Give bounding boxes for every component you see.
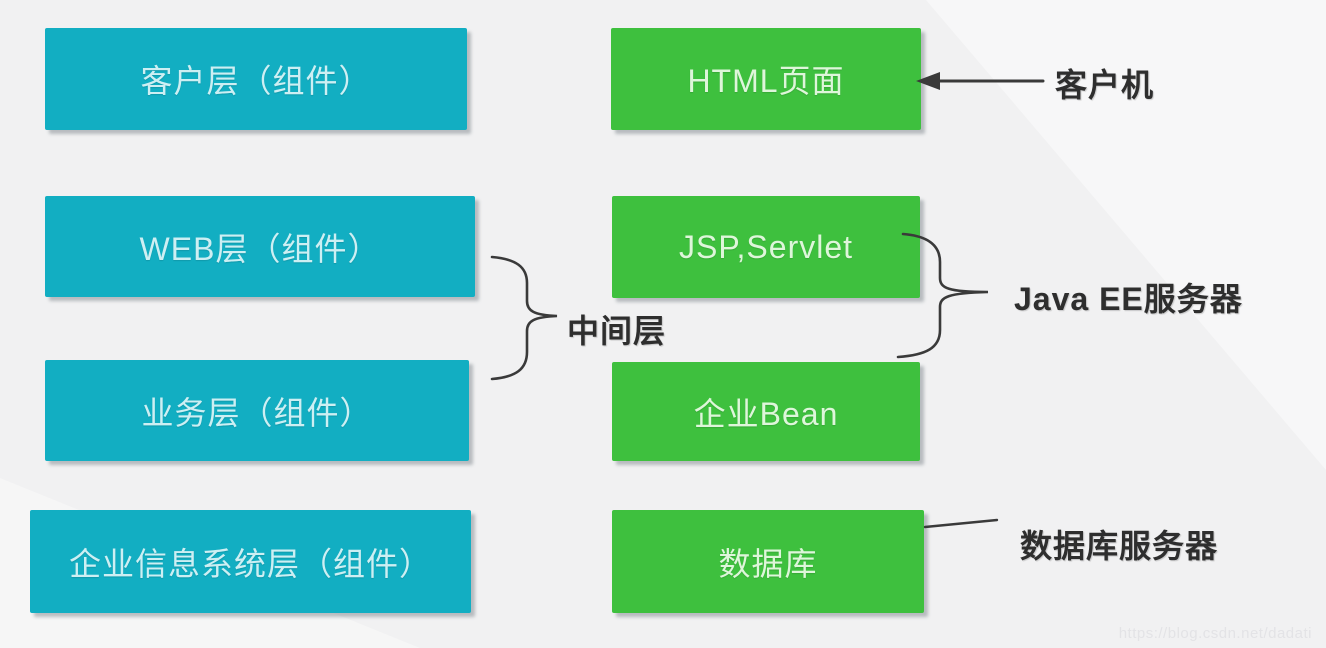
middle-tier-brace-icon (490, 255, 558, 381)
label-javaee-server: Java EE服务器 (1014, 281, 1243, 317)
client-arrow-icon (916, 72, 1045, 90)
box-html-page: HTML页面 (611, 28, 921, 130)
box-web-layer: WEB层（组件） (45, 196, 475, 297)
label-client-machine: 客户机 (1055, 67, 1155, 103)
label-database-server: 数据库服务器 (1020, 528, 1219, 564)
database-server-line (923, 518, 999, 529)
box-database: 数据库 (612, 510, 924, 613)
box-eis-layer: 企业信息系统层（组件） (30, 510, 471, 613)
box-business-layer: 业务层（组件） (45, 360, 469, 461)
label-middle-tier: 中间层 (567, 313, 667, 349)
box-enterprise-bean: 企业Bean (612, 362, 920, 461)
watermark-url: https://blog.csdn.net/dadati (1118, 625, 1312, 642)
box-jsp-servlet: JSP,Servlet (612, 196, 920, 298)
box-client-layer: 客户层（组件） (45, 28, 467, 130)
